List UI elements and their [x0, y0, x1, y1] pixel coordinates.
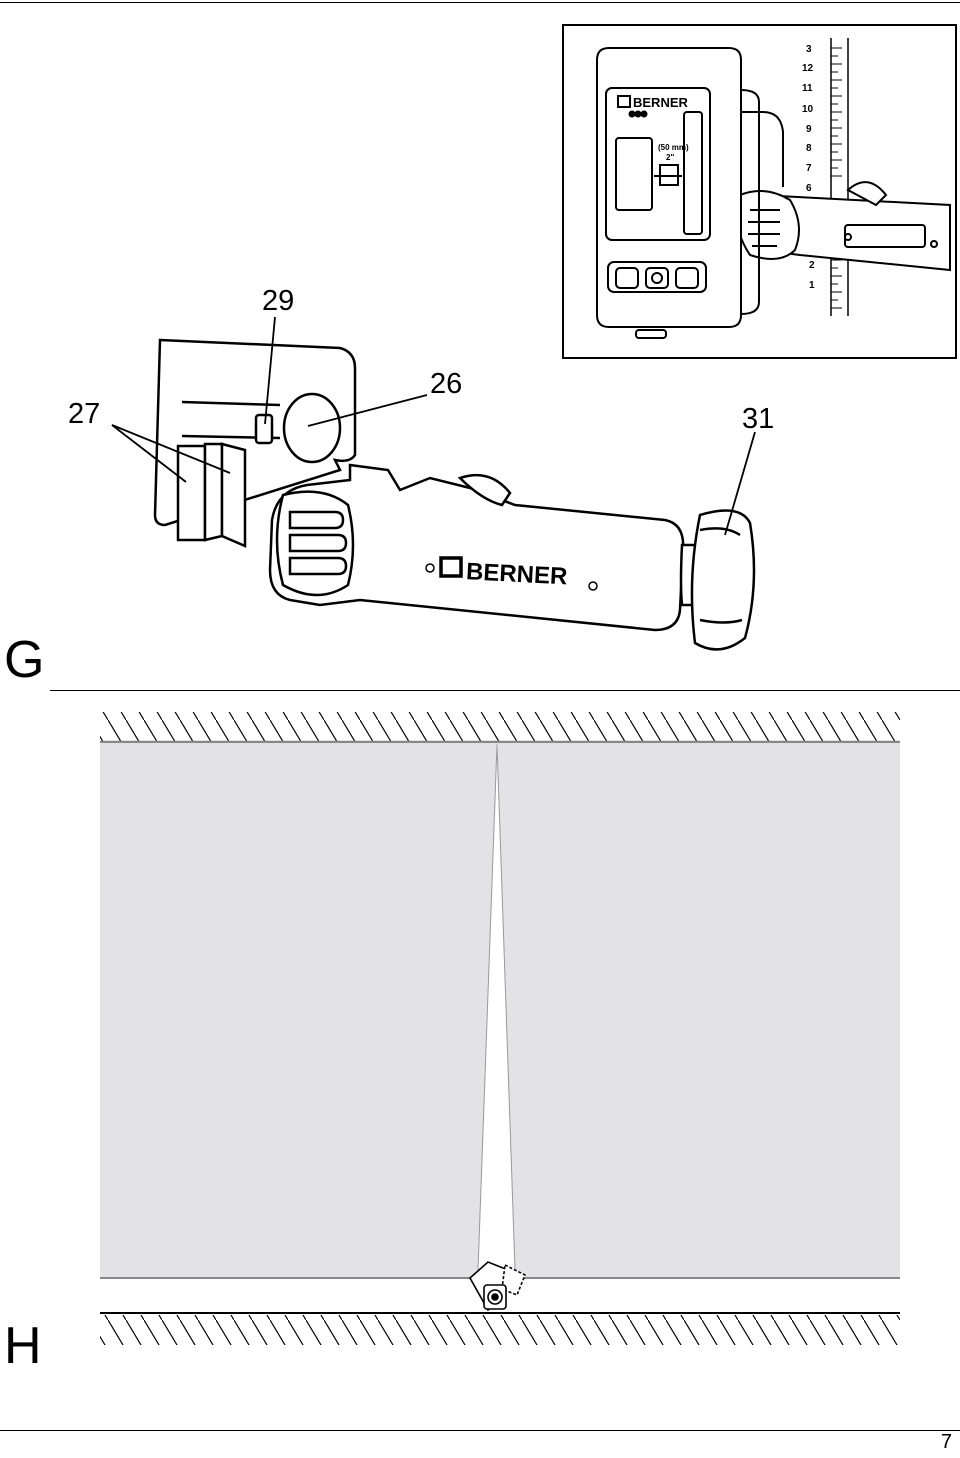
rivet-right — [588, 581, 598, 591]
section-divider — [50, 690, 960, 691]
floor-hatch — [100, 1315, 900, 1345]
rod-mark: 2 — [809, 260, 815, 271]
callout-26: 26 — [430, 368, 463, 400]
callout-31: 31 — [742, 403, 775, 435]
figure-g-drawing: BERNER (50 mm) 2" 3 12 11 10 9 8 7 6 2 1 — [111, 24, 957, 651]
rod-mark: 8 — [806, 143, 812, 154]
laser-level-device — [468, 1261, 527, 1312]
bracket-brand: BERNER — [465, 558, 568, 590]
inset-window-label-2: 2" — [666, 153, 674, 162]
top-rule — [0, 2, 960, 3]
wall-right — [498, 744, 900, 1278]
leader-lines — [111, 316, 756, 536]
ceiling-hatch — [100, 712, 900, 742]
rod-mark: 3 — [806, 44, 812, 55]
bracket-logo-icon — [439, 556, 463, 578]
footer-rule — [0, 1430, 960, 1431]
rod-mark: 12 — [802, 63, 814, 74]
rod-mark: 9 — [806, 124, 812, 135]
rod-mark: 11 — [802, 83, 813, 94]
inset-detector — [596, 47, 784, 339]
page-number: 7 — [940, 1431, 952, 1453]
rod-mark: 10 — [802, 104, 814, 115]
rod-mark: 1 — [809, 280, 815, 291]
inset-window-label-1: (50 mm) — [658, 143, 689, 152]
callout-27: 27 — [68, 398, 101, 430]
rod-mark: 6 — [806, 183, 812, 194]
rod-marks: 3 12 11 10 9 8 7 6 2 1 — [802, 44, 815, 291]
inset-logo-icon — [617, 95, 631, 108]
callout-29: 29 — [262, 285, 295, 317]
inset-brand: BERNER — [633, 95, 689, 110]
inset-clamp-arm — [735, 181, 951, 272]
bracket-body — [153, 338, 756, 651]
laser-beam — [478, 744, 515, 1278]
wall-left — [100, 744, 496, 1278]
section-letter-h: H — [4, 1317, 42, 1375]
rivet-left — [425, 563, 435, 573]
section-letter-g: G — [4, 631, 45, 689]
rod-mark: 7 — [806, 163, 812, 174]
